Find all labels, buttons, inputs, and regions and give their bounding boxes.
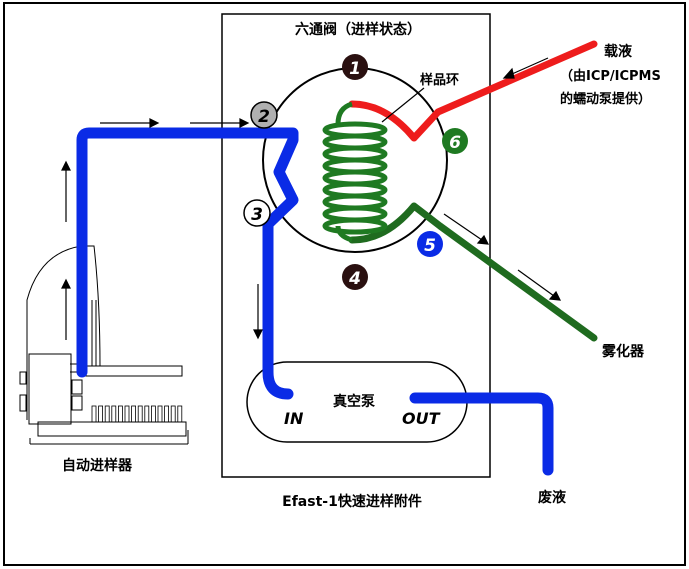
- sample-tube: [131, 405, 137, 423]
- port-1-number: 1: [349, 59, 361, 79]
- sample-tube: [118, 405, 123, 423]
- autosampler-label: 自动进样器: [62, 457, 133, 474]
- sample-tube: [177, 405, 183, 423]
- sample-tube-rack: [91, 405, 183, 423]
- carrier-label-line2: （由ICP/ICPMS: [560, 68, 661, 84]
- sample-tube: [144, 405, 150, 423]
- vacuum-pump-label: 真空泵: [333, 393, 375, 410]
- sample-loop: [322, 101, 388, 243]
- sample-tube: [124, 405, 130, 423]
- sample-tube: [91, 405, 97, 423]
- flow-arrows: [61, 57, 562, 340]
- waste-label: 废液: [538, 489, 567, 506]
- sample-tube: [111, 405, 117, 423]
- accessory-panel: [221, 13, 491, 478]
- loop-coil-connector: [335, 101, 353, 243]
- loop-coil-turn: [322, 217, 388, 235]
- port-4: 4: [342, 264, 368, 290]
- port-6: 6: [442, 128, 468, 154]
- port-4-number: 4: [348, 269, 361, 289]
- port-3-number: 3: [251, 205, 263, 225]
- pump-in-label: IN: [284, 409, 304, 428]
- carrier-label-line1: 载液: [604, 43, 633, 60]
- port-6-number: 6: [449, 133, 461, 153]
- loop-label-pointer: [381, 87, 425, 123]
- sample-tube: [157, 405, 163, 423]
- carrier-label-line3: 的蠕动泵提供）: [560, 91, 651, 107]
- sample-tube: [137, 405, 143, 423]
- accessory-label: Efast-1快速进样附件: [282, 493, 422, 510]
- outer-frame: [3, 2, 686, 566]
- port-3: 3: [243, 199, 271, 227]
- sample-tube: [104, 405, 110, 423]
- port-5-number: 5: [424, 236, 436, 256]
- nebulizer-label: 雾化器: [601, 343, 645, 360]
- carrier-line: [348, 40, 598, 142]
- port-2-number: 2: [258, 107, 270, 127]
- port-5: 5: [417, 231, 443, 257]
- sample-tube: [170, 405, 176, 423]
- sample-tube: [98, 405, 103, 423]
- sample-loop-label: 样品环: [420, 72, 459, 88]
- port-2: 2: [250, 101, 278, 129]
- nebulizer-line: [348, 202, 598, 342]
- valve-title: 六通阀（进样状态）: [295, 21, 421, 38]
- sample-line: [76, 127, 299, 400]
- pump-out-label: OUT: [402, 409, 441, 428]
- sample-tube: [150, 405, 156, 423]
- autosampler-icon: [19, 245, 189, 445]
- sample-tube: [164, 405, 170, 423]
- waste-line: [409, 392, 554, 476]
- port-1: 1: [342, 54, 368, 80]
